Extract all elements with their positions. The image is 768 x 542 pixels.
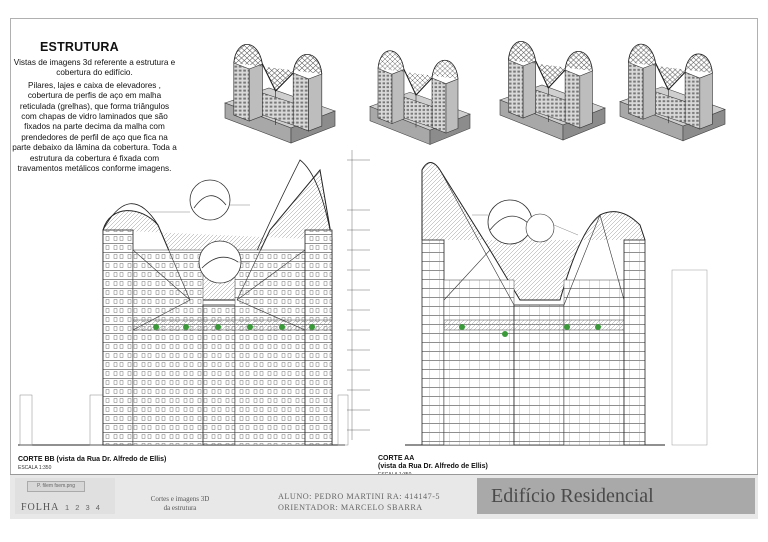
caption-section-bb-scale: ESCALA 1:350 xyxy=(18,465,52,471)
section-drawings xyxy=(18,150,708,446)
intro-paragraph-1: Vistas de imagens 3d referente a estrutu… xyxy=(13,58,176,78)
sheet-numbers: 1 2 3 4 xyxy=(65,503,102,512)
section-title: ESTRUTURA xyxy=(40,40,119,54)
file-name-tag: P. filem fsem.png xyxy=(27,481,85,492)
project-name: Edifício Residencial xyxy=(477,478,755,514)
caption-section-bb-title: CORTE BB (vista da Rua Dr. Alfredo de El… xyxy=(18,456,167,463)
advisor-name: ORIENTADOR: MARCELO SBARRA xyxy=(278,503,423,512)
intro-paragraph-2: Pilares, lajes e caixa de elevadores , c… xyxy=(12,80,177,174)
title-bar: P. filem fsem.png FOLHA 1 2 3 4 Cortes e… xyxy=(10,474,758,519)
student-name: ALUNO: PEDRO MARTINI RA: 414147-5 xyxy=(278,492,441,501)
section-aa xyxy=(405,162,708,446)
sheet-subject: Cortes e imagens 3D da estrutura xyxy=(125,495,235,513)
student-info: ALUNO: PEDRO MARTINI RA: 414147-5 ORIENT… xyxy=(278,491,440,513)
sheet-subject-line2: da estrutura xyxy=(163,504,197,512)
section-bb xyxy=(18,159,349,446)
caption-section-aa-title-line1: CORTE AA xyxy=(378,455,415,462)
level-markers xyxy=(347,150,370,440)
sheet-label: FOLHA xyxy=(21,502,60,513)
intro-text-block: ESTRUTURA Vistas de imagens 3d referente… xyxy=(12,40,177,174)
sheet-subject-line1: Cortes e imagens 3D xyxy=(150,495,210,503)
caption-section-bb: CORTE BB (vista da Rua Dr. Alfredo de El… xyxy=(18,456,166,472)
caption-section-aa-title-line2: (vista da Rua Dr. Alfredo de Ellis) xyxy=(378,463,488,470)
sheet-number-box: P. filem fsem.png FOLHA 1 2 3 4 xyxy=(15,478,115,514)
